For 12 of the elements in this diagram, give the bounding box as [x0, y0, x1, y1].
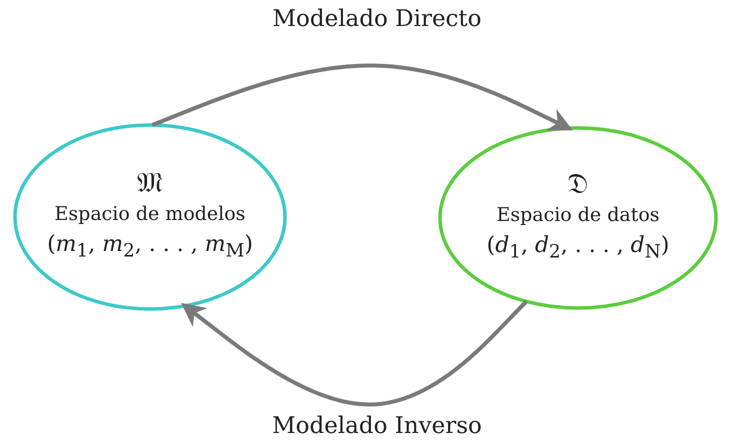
edge-label: Modelado Inverso — [272, 413, 482, 439]
ellipse-node — [13, 123, 287, 311]
edge-label: Modelado Directo — [272, 6, 482, 32]
space-symbol: 𝔇 — [568, 166, 588, 201]
curved-arrow — [181, 300, 528, 407]
tuple-formula: (d$_{1}$, d$_{2}$, . . . , d$_{N}$) — [486, 232, 670, 264]
space-title: Espacio de datos — [496, 202, 660, 228]
curved-arrow — [152, 64, 573, 131]
space-symbol: 𝔐 — [137, 166, 163, 200]
ellipse-node — [438, 126, 718, 310]
tuple-formula: (m$_{1}$, m$_{2}$, . . . , m$_{M}$) — [47, 230, 253, 264]
space-title: Espacio de modelos — [54, 202, 246, 227]
